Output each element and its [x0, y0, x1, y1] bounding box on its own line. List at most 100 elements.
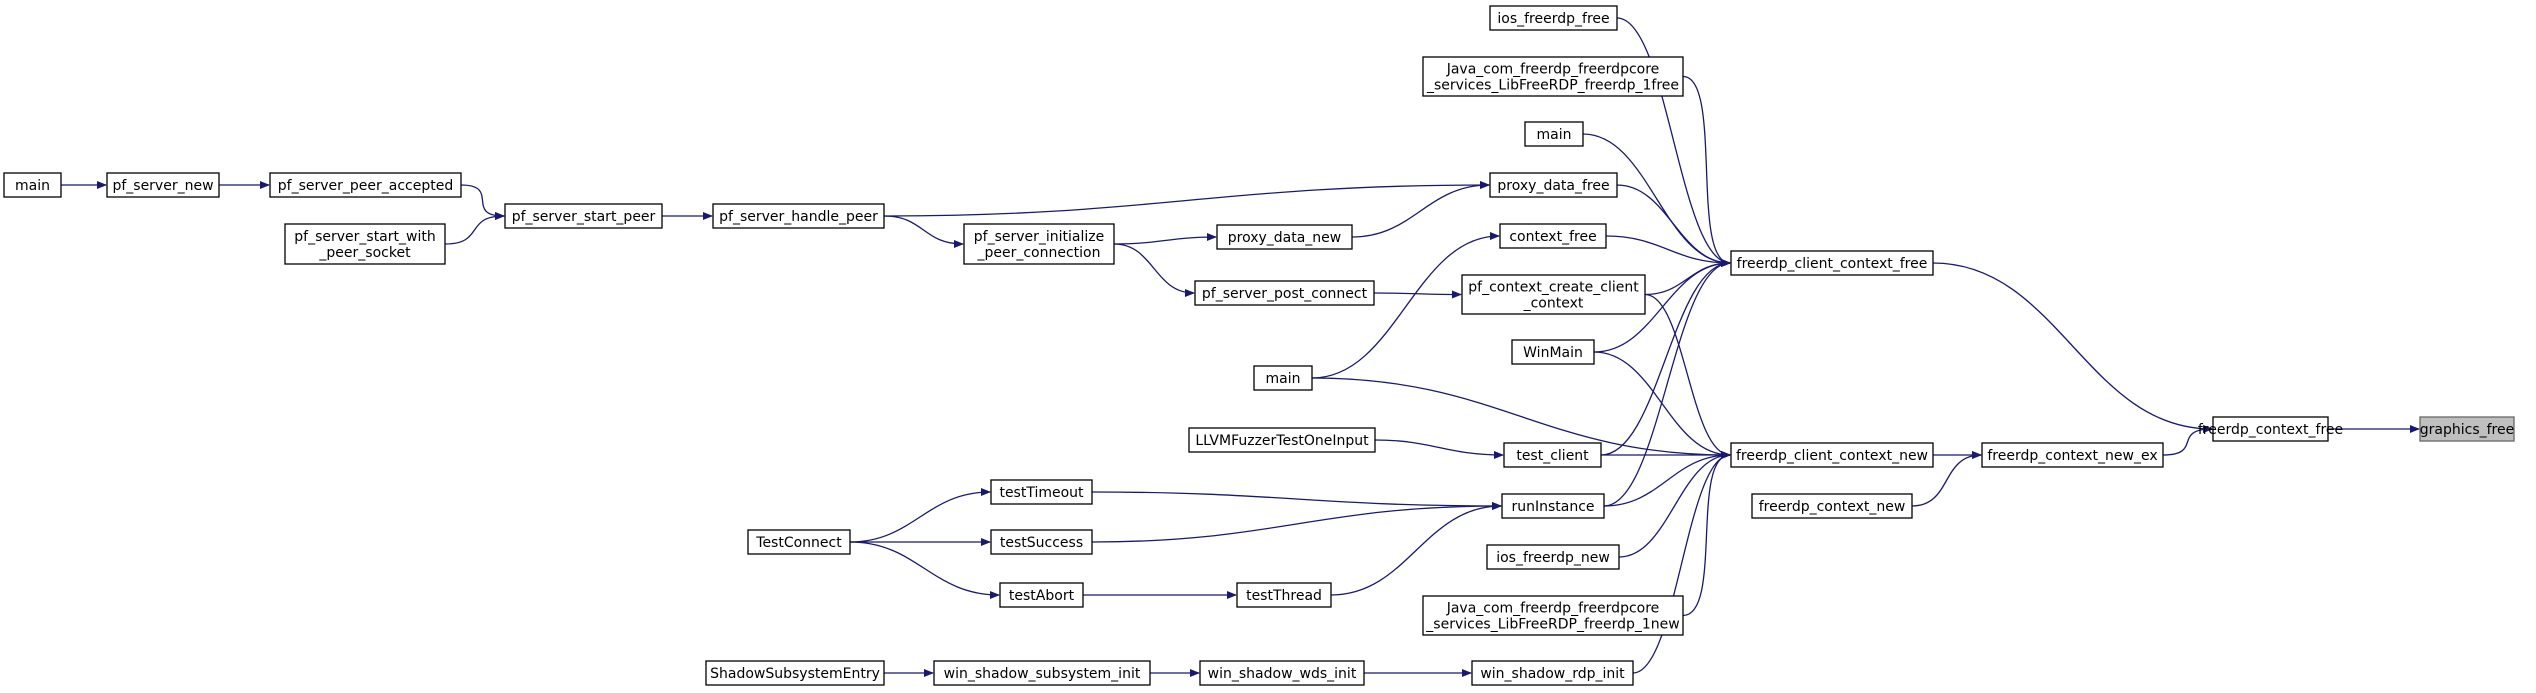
- edge-test_connect-to-test_abort: [849, 541, 1000, 599]
- node-test-client[interactable]: test_client: [1503, 442, 1602, 468]
- node-shadow-subsystem-entry[interactable]: ShadowSubsystemEntry: [705, 660, 885, 686]
- edge-path: [1330, 502, 1502, 596]
- node-win-shadow-rdp-init[interactable]: win_shadow_rdp_init: [1471, 660, 1634, 686]
- node-freerdp-client-context-new[interactable]: freerdp_client_context_new: [1730, 442, 1934, 468]
- node-label: testSuccess: [1000, 535, 1083, 551]
- node-pf-server-start-with-peer-socket[interactable]: pf_server_start_with_peer_socket: [284, 223, 446, 265]
- edge-path: [1932, 262, 2213, 433]
- node-proxy-data-new[interactable]: proxy_data_new: [1216, 224, 1353, 250]
- edge-path: [883, 215, 964, 248]
- node-label: proxy_data_new: [1228, 230, 1342, 246]
- node-label: main: [1266, 371, 1301, 387]
- node-freerdp-client-context-free[interactable]: freerdp_client_context_free: [1730, 250, 1934, 276]
- edge-path: [1593, 351, 1731, 459]
- edge-freerdp_context_new-to-freerdp_context_new_ex: [1911, 451, 1982, 507]
- node-llvm-fuzzer[interactable]: LLVMFuzzerTestOneInput: [1188, 427, 1376, 453]
- edge-path: [1616, 17, 1731, 267]
- node-freerdp-context-new[interactable]: freerdp_context_new: [1751, 493, 1913, 519]
- node-pf-server-peer-accepted[interactable]: pf_server_peer_accepted: [269, 172, 462, 198]
- node-label: pf_server_peer_accepted: [278, 178, 453, 194]
- edge-path: [883, 181, 1490, 217]
- node-label: win_shadow_rdp_init: [1480, 666, 1625, 682]
- node-label: proxy_data_free: [1497, 178, 1609, 194]
- node-label: freerdp_client_context_free: [1737, 256, 1928, 272]
- node-label: _peer_connection: [976, 245, 1100, 261]
- node-pf-server-post-connect[interactable]: pf_server_post_connect: [1194, 280, 1375, 306]
- node-label: testAbort: [1009, 588, 1075, 604]
- edge-path: [1593, 259, 1731, 353]
- node-main-left[interactable]: main: [3, 172, 62, 198]
- node-label: pf_server_start_with: [294, 229, 435, 245]
- node-main-mid[interactable]: main: [1253, 365, 1313, 391]
- node-box: [999, 582, 1084, 608]
- node-box: [504, 203, 663, 229]
- node-pf-server-start-peer[interactable]: pf_server_start_peer: [504, 203, 663, 229]
- node-freerdp-context-free[interactable]: freerdp_context_free: [2198, 416, 2343, 442]
- node-box: [284, 223, 446, 265]
- edge-freerdp_client_context_free-to-freerdp_context_free: [1932, 262, 2213, 433]
- node-ios-freerdp-free[interactable]: ios_freerdp_free: [1489, 5, 1618, 31]
- edge-path: [1682, 75, 1731, 267]
- edge-path: [849, 488, 991, 543]
- node-pf-server-handle-peer[interactable]: pf_server_handle_peer: [712, 203, 885, 229]
- node-box: [990, 479, 1093, 505]
- node-label: Java_com_freerdp_freerdpcore: [1446, 62, 1660, 78]
- edge-test_thread-to-run_instance: [1330, 502, 1502, 596]
- node-label: win_shadow_subsystem_init: [944, 666, 1141, 682]
- node-box: [963, 223, 1115, 265]
- edge-path: [1600, 259, 1731, 456]
- edge-java_free-to-freerdp_client_context_free: [1682, 75, 1731, 267]
- node-context-free[interactable]: context_free: [1499, 223, 1607, 249]
- edge-path: [1603, 259, 1731, 507]
- node-main-top[interactable]: main: [1524, 121, 1584, 147]
- node-box: [1511, 339, 1595, 365]
- node-test-connect[interactable]: TestConnect: [747, 529, 851, 555]
- node-box: [2419, 416, 2515, 442]
- edge-path: [1605, 235, 1731, 267]
- node-box: [1199, 660, 1365, 686]
- edge-path: [1618, 451, 1731, 558]
- edge-path: [1113, 233, 1217, 245]
- node-graphics-free[interactable]: graphics_free: [2419, 416, 2515, 442]
- node-label: pf_server_post_connect: [1202, 286, 1368, 302]
- edge-ios_freerdp_free-to-freerdp_client_context_free: [1616, 17, 1731, 267]
- node-label: main: [15, 178, 50, 194]
- node-box: [705, 660, 885, 686]
- edge-pf_server_peer_accepted-to-pf_server_start_peer: [460, 184, 505, 220]
- node-box: [933, 660, 1151, 686]
- node-pf-server-initialize-peer-connection[interactable]: pf_server_initialize_peer_connection: [963, 223, 1115, 265]
- node-java-free[interactable]: Java_com_freerdp_freerdpcore_services_Li…: [1422, 56, 1684, 97]
- edge-path: [460, 184, 505, 220]
- node-box: [106, 172, 220, 198]
- node-box: [712, 203, 885, 229]
- node-test-thread[interactable]: testThread: [1236, 582, 1332, 608]
- node-label: ios_freerdp_free: [1497, 11, 1609, 27]
- node-box: [1751, 493, 1913, 519]
- node-win-shadow-subsystem-init[interactable]: win_shadow_subsystem_init: [933, 660, 1151, 686]
- node-winmain[interactable]: WinMain: [1511, 339, 1595, 365]
- node-java-new[interactable]: Java_com_freerdp_freerdpcore_services_Li…: [1422, 595, 1684, 636]
- node-pf-context-create-client-context[interactable]: pf_context_create_client_context: [1461, 274, 1646, 315]
- edge-ios_freerdp_new-to-freerdp_client_context_new: [1618, 451, 1731, 558]
- edge-path: [1311, 232, 1500, 379]
- edge-winmain-to-freerdp_client_context_new: [1593, 351, 1731, 459]
- edge-pf_server_post_connect-to-pf_context_create_client_context: [1373, 290, 1462, 299]
- node-box: [1422, 595, 1684, 636]
- node-win-shadow-wds-init[interactable]: win_shadow_wds_init: [1199, 660, 1365, 686]
- node-proxy-data-free[interactable]: proxy_data_free: [1489, 172, 1618, 198]
- node-test-abort[interactable]: testAbort: [999, 582, 1084, 608]
- node-label: pf_server_handle_peer: [719, 209, 878, 225]
- edge-win_shadow_rdp_init-to-freerdp_client_context_new: [1632, 451, 1731, 674]
- node-label: context_free: [1509, 229, 1596, 245]
- node-pf-server-new[interactable]: pf_server_new: [106, 172, 220, 198]
- node-ios-freerdp-new[interactable]: ios_freerdp_new: [1486, 544, 1620, 570]
- node-label: _services_LibFreeRDP_freerdp_1new: [1425, 617, 1679, 633]
- node-box: [747, 529, 851, 555]
- node-test-success[interactable]: testSuccess: [990, 529, 1093, 555]
- node-freerdp-context-new-ex[interactable]: freerdp_context_new_ex: [1981, 442, 2164, 468]
- node-run-instance[interactable]: runInstance: [1501, 493, 1605, 519]
- node-box: [1253, 365, 1313, 391]
- node-test-timeout[interactable]: testTimeout: [990, 479, 1093, 505]
- edge-freerdp_context_new_ex-to-freerdp_context_free: [2162, 425, 2213, 456]
